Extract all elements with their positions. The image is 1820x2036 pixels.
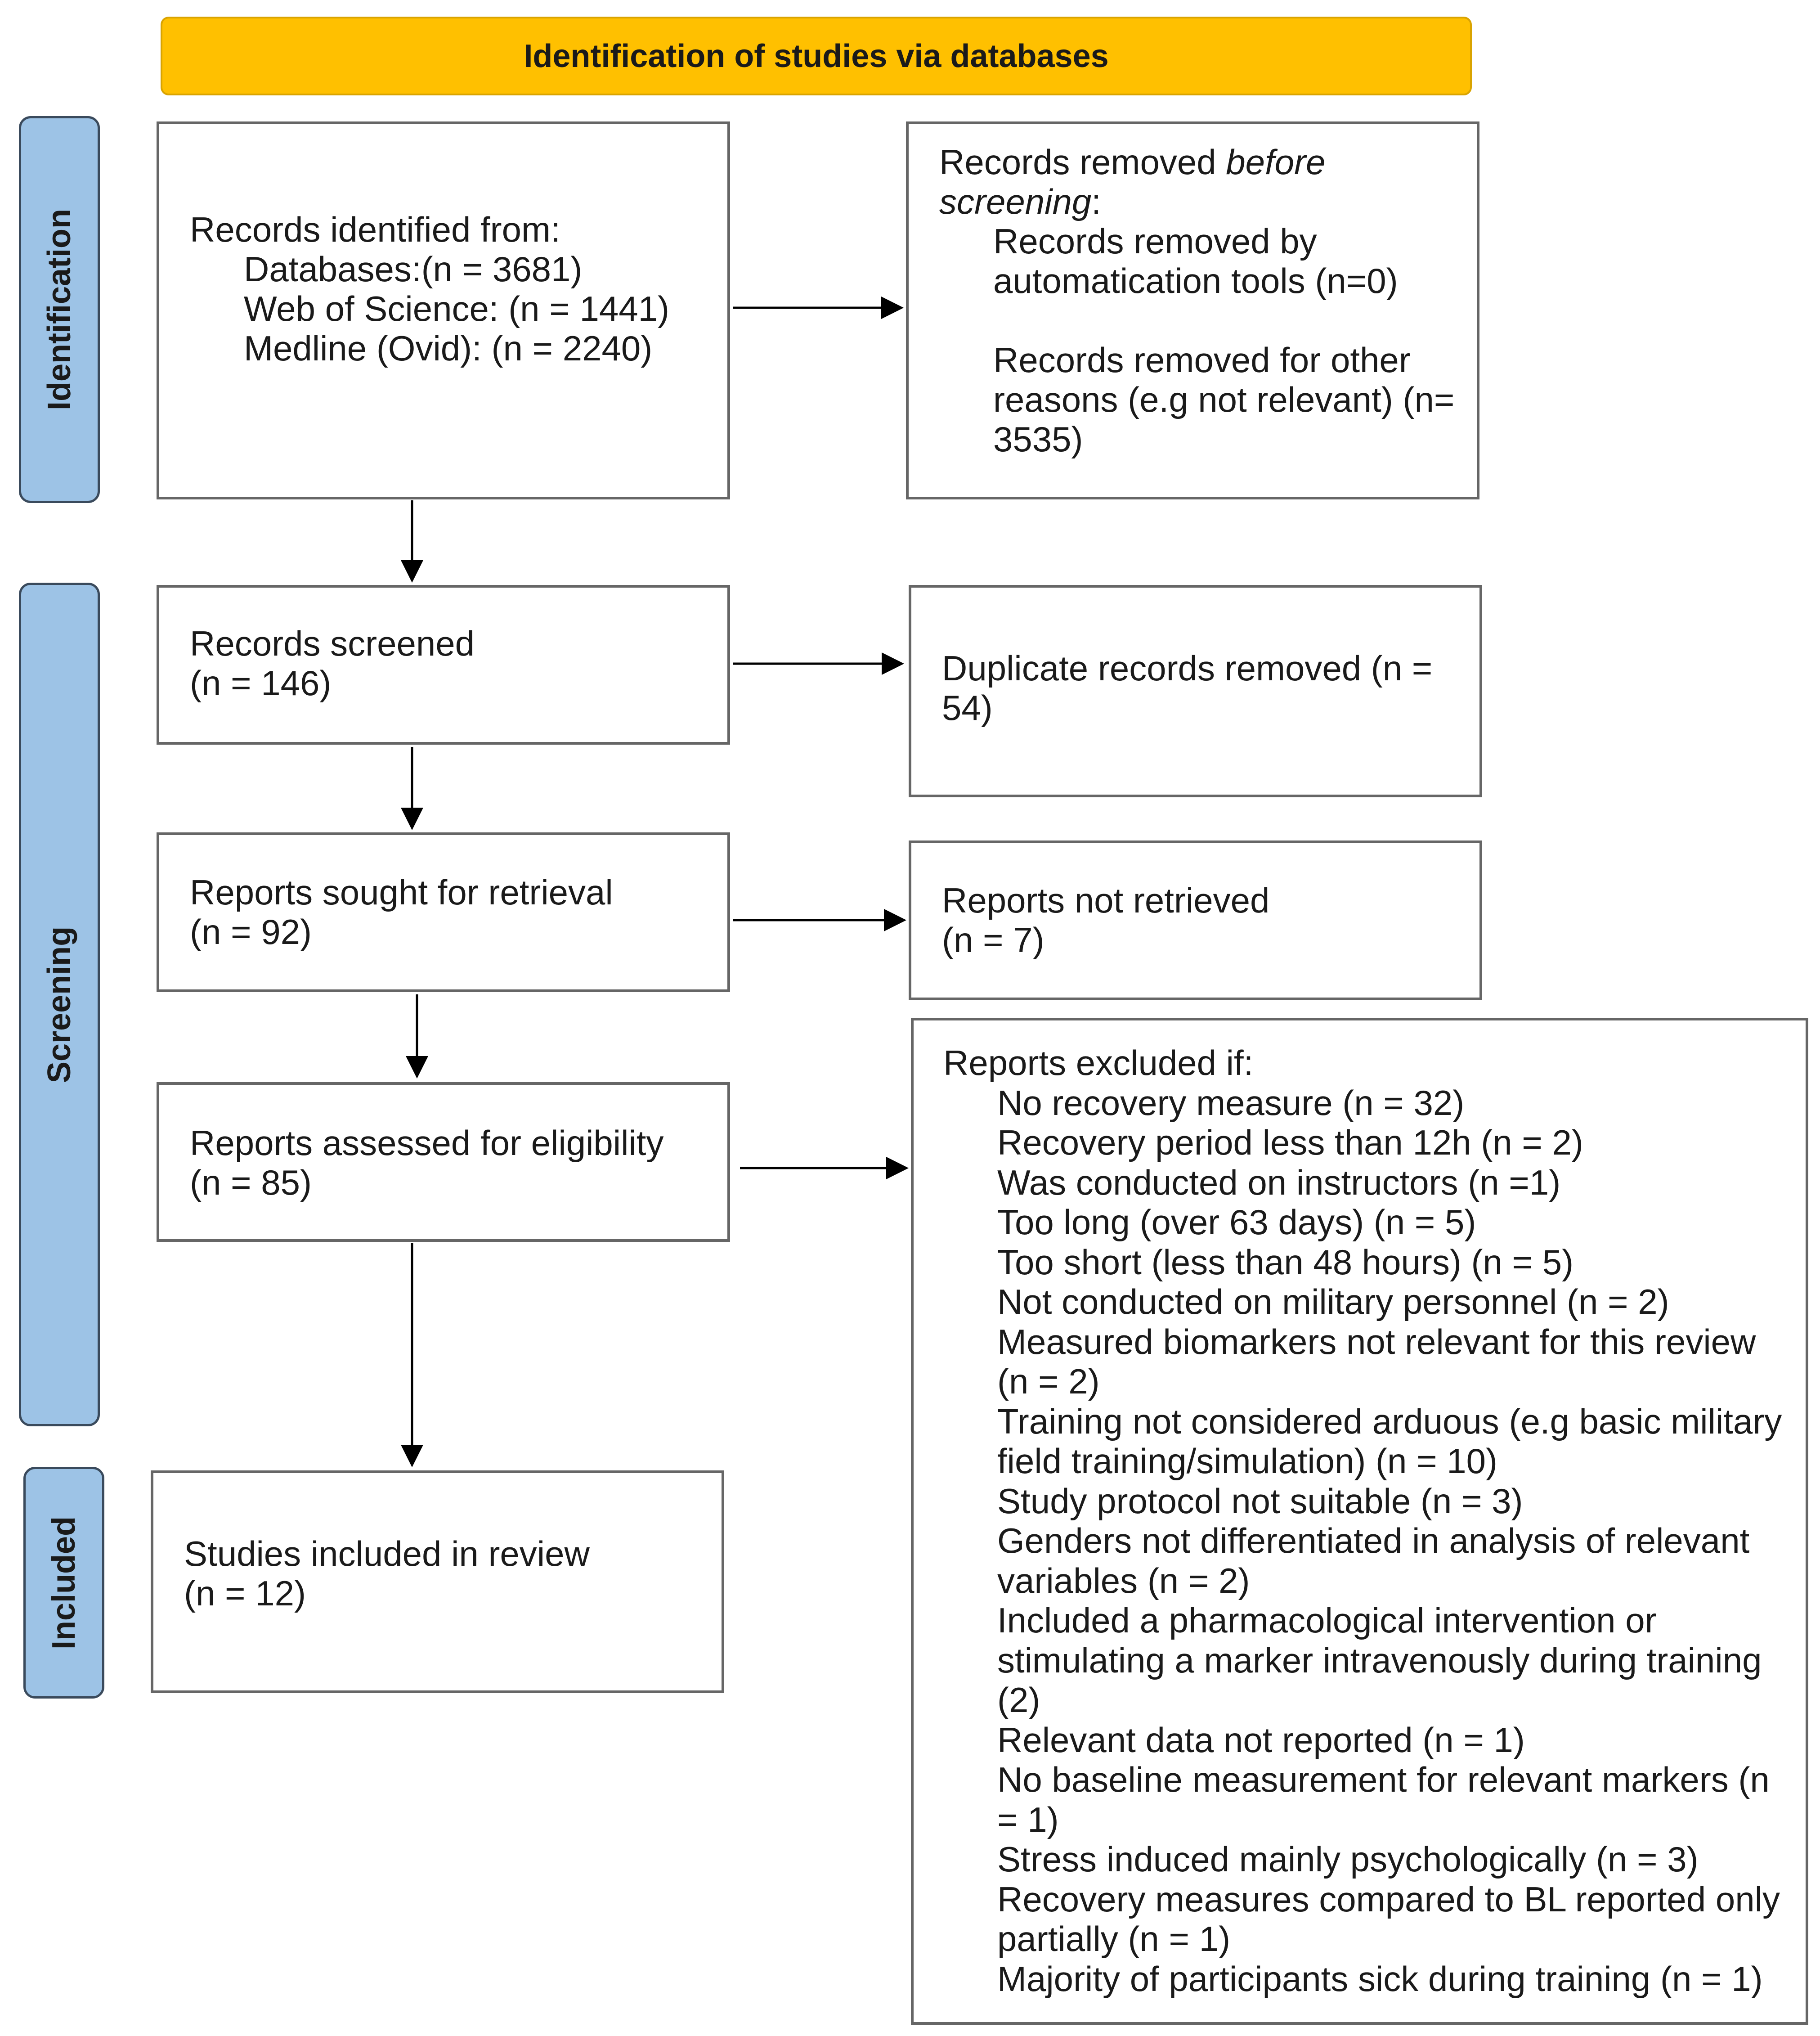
phase-screening: Screening [19,583,100,1426]
records-removed-auto-line2: automatication tools (n=0) [993,261,1398,301]
reports-excluded-reason: Was conducted on instructors (n =1) [997,1162,1561,1202]
identification-banner: Identification of studies via databases [161,17,1472,95]
records-removed-heading-2: screening: [939,182,1477,221]
reports-excluded-reason: (2) [997,1680,1040,1720]
records-screened-label: Records screened [190,624,475,663]
reports-excluded-box: Reports excluded if: No recovery measure… [911,1018,1808,2025]
reports-sought-label: Reports sought for retrieval [190,872,613,912]
reports-excluded-reason: Majority of participants sick during tra… [997,1959,1763,1999]
reports-excluded-heading: Reports excluded if: [943,1043,1254,1083]
records-removed-heading-text: Records removed [939,142,1226,182]
reports-excluded-reason: No recovery measure (n = 32) [997,1083,1465,1123]
reports-excluded-reason: Recovery period less than 12h (n = 2) [997,1123,1583,1162]
reports-excluded-reason: field training/simulation) (n = 10) [997,1441,1498,1481]
records-screened-count: (n = 146) [190,663,332,703]
reports-not-retrieved-label: Reports not retrieved [942,881,1270,920]
reports-excluded-reason: Included a pharmacological intervention … [997,1600,1657,1640]
reports-excluded-reason: Stress induced mainly psychologically (n… [997,1839,1699,1879]
reports-excluded-reason: (n = 2) [997,1362,1100,1401]
records-removed-heading-screening: screening [939,182,1092,221]
reports-excluded-reason: variables (n = 2) [997,1560,1250,1600]
reports-excluded-reason: Too long (over 63 days) (n = 5) [997,1202,1476,1242]
reports-excluded-reason: No baseline measurement for relevant mar… [997,1760,1770,1799]
reports-excluded-reason: = 1) [997,1799,1059,1839]
records-identified-wos: Web of Science: (n = 1441) [244,289,669,328]
records-removed-other-line2: reasons (e.g not relevant) (n= [993,380,1455,419]
reports-assessed-count: (n = 85) [190,1163,312,1202]
records-removed-before-box: Records removed before screening: Record… [906,121,1479,499]
reports-not-retrieved-count: (n = 7) [942,920,1044,960]
records-removed-other-line3: 3535) [993,419,1083,459]
records-identified-box: Records identified from: Databases:(n = … [157,121,730,499]
phase-identification: Identification [19,116,100,503]
records-removed-heading-before: before [1226,142,1326,182]
reports-excluded-reason: stimulating a marker intravenously durin… [997,1640,1762,1680]
reports-excluded-reason: partially (n = 1) [997,1919,1231,1959]
reports-excluded-list: No recovery measure (n = 32)Recovery per… [943,1083,1806,1999]
records-removed-other-line1: Records removed for other [993,340,1411,380]
phase-included: Included [23,1467,104,1699]
reports-excluded-reason: Not conducted on military personnel (n =… [997,1282,1669,1321]
reports-excluded-reason: Recovery measures compared to BL reporte… [997,1879,1780,1919]
duplicates-removed-line2: 54) [942,688,993,728]
records-removed-auto-line1: Records removed by [993,221,1317,261]
studies-included-label: Studies included in review [184,1534,590,1573]
studies-included-box: Studies included in review (n = 12) [151,1470,724,1693]
reports-excluded-reason: Measured biomarkers not relevant for thi… [997,1321,1756,1362]
duplicates-removed-line1: Duplicate records removed (n = [942,648,1433,688]
records-removed-heading-colon: : [1091,182,1101,221]
records-identified-medline: Medline (Ovid): (n = 2240) [244,328,653,368]
records-identified-databases: Databases:(n = 3681) [244,249,583,289]
reports-sought-count: (n = 92) [190,912,312,952]
reports-excluded-reason: Study protocol not suitable (n = 3) [997,1481,1523,1521]
records-identified-heading: Records identified from: [190,210,560,249]
reports-excluded-reason: Training not considered arduous (e.g bas… [997,1401,1782,1441]
reports-sought-box: Reports sought for retrieval (n = 92) [157,832,730,992]
reports-excluded-reason: Genders not differentiated in analysis o… [997,1521,1750,1560]
studies-included-count: (n = 12) [184,1573,306,1613]
reports-not-retrieved-box: Reports not retrieved (n = 7) [909,840,1482,1000]
records-screened-box: Records screened (n = 146) [157,585,730,745]
reports-excluded-reason: Too short (less than 48 hours) (n = 5) [997,1242,1574,1282]
records-removed-heading-1: Records removed before [939,142,1477,182]
reports-excluded-reason: Relevant data not reported (n = 1) [997,1720,1525,1760]
duplicates-removed-box: Duplicate records removed (n = 54) [909,585,1482,797]
reports-assessed-label: Reports assessed for eligibility [190,1123,664,1163]
reports-assessed-box: Reports assessed for eligibility (n = 85… [157,1082,730,1242]
